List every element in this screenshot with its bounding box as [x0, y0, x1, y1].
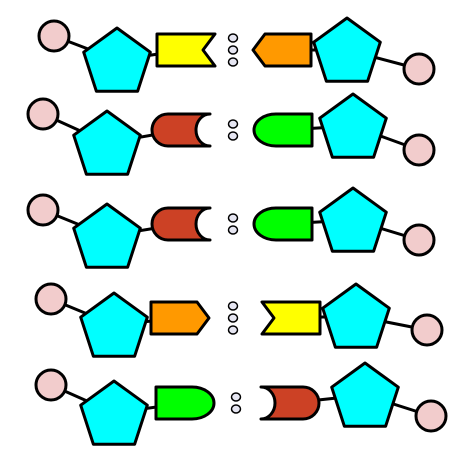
hydrogen-bond-dot: [227, 57, 239, 67]
hydrogen-bond-dot: [227, 313, 239, 323]
yellow-notched-base: [260, 300, 322, 336]
phosphate-circle: [414, 399, 448, 433]
sugar-pentagon: [72, 109, 142, 176]
sugar-pentagon: [321, 282, 391, 349]
red-cupped-base: [259, 385, 321, 421]
hydrogen-bond-dot: [230, 392, 242, 402]
hydrogen-bond-dot: [227, 119, 239, 129]
base-pair-2: [26, 92, 436, 176]
sugar-pentagon: [72, 202, 142, 269]
red-cupped-base: [150, 206, 212, 242]
yellow-notched-base: [155, 32, 217, 68]
hydrogen-bond-dot: [227, 131, 239, 141]
red-cupped-base: [150, 112, 212, 148]
phosphate-circle: [34, 282, 68, 316]
phosphate-circle: [37, 19, 71, 53]
phosphate-circle: [410, 313, 444, 347]
hydrogen-bond-dot: [227, 225, 239, 235]
base-pair-4: [34, 282, 444, 358]
hydrogen-bond-dot: [227, 45, 239, 55]
green-rounded-base: [252, 112, 314, 148]
phosphate-circle: [402, 52, 436, 86]
phosphate-circle: [34, 368, 68, 402]
phosphate-circle: [402, 133, 436, 167]
sugar-pentagon: [330, 361, 400, 428]
sugar-pentagon: [82, 26, 152, 93]
hydrogen-bond-dot: [227, 33, 239, 43]
sugar-pentagon: [318, 186, 388, 253]
orange-pointed-base: [149, 300, 211, 336]
orange-pointed-base: [251, 32, 313, 68]
phosphate-circle: [402, 223, 436, 257]
base-pair-3: [26, 186, 436, 269]
green-rounded-base: [154, 385, 216, 421]
sugar-pentagon: [312, 16, 382, 83]
phosphate-circle: [26, 97, 60, 131]
phosphate-circle: [26, 193, 60, 227]
sugar-pentagon: [318, 92, 388, 159]
base-pair-1: [37, 16, 436, 93]
sugar-pentagon: [79, 291, 149, 358]
green-rounded-base: [252, 206, 314, 242]
hydrogen-bond-dot: [227, 213, 239, 223]
hydrogen-bond-dot: [230, 404, 242, 414]
hydrogen-bond-dot: [227, 325, 239, 335]
sugar-pentagon: [79, 379, 149, 446]
hydrogen-bond-dot: [227, 301, 239, 311]
base-pair-5: [34, 361, 448, 446]
